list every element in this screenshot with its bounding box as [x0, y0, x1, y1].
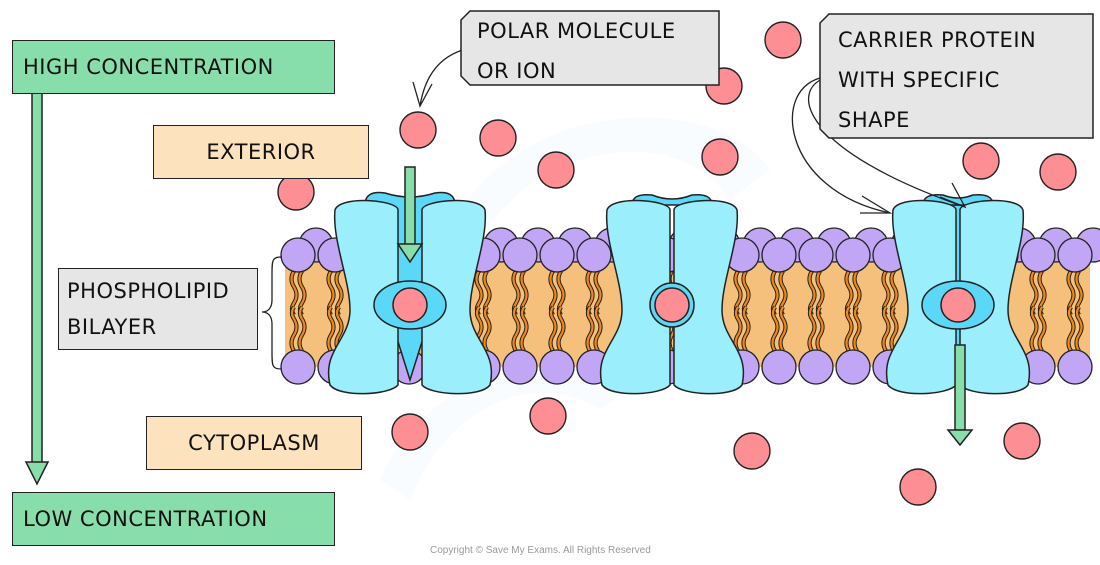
carrier-protein-line-2: WITH SPECIFIC — [838, 68, 1000, 92]
fatty-acid-tail — [290, 306, 298, 352]
fatty-acid-tail — [1030, 306, 1038, 352]
ion — [399, 111, 437, 149]
high-concentration-text: HIGH CONCENTRATION — [23, 55, 274, 79]
carrier-protein-line-1: CARRIER PROTEIN — [838, 28, 1037, 52]
ion — [391, 413, 429, 451]
protein-subunit-left — [327, 199, 399, 395]
protein-subunit-right — [421, 199, 493, 395]
fatty-acid-tail — [549, 306, 557, 352]
fatty-acid-tail — [816, 306, 824, 352]
fatty-acid-tail — [557, 306, 565, 352]
ions — [277, 21, 1077, 506]
fatty-acid-tail — [771, 306, 779, 352]
cytoplasm-text: CYTOPLASM — [188, 431, 320, 455]
fatty-acid-tail — [512, 306, 520, 352]
fatty-acid-tail — [779, 306, 787, 352]
bilayer-brace-icon — [261, 256, 283, 370]
phosphate-head — [502, 237, 538, 273]
watermark-logo — [380, 117, 770, 500]
carrier-protein-line-3: SHAPE — [838, 108, 910, 132]
ion — [1003, 422, 1041, 460]
bound-ion — [654, 287, 690, 323]
fatty-acid-tail — [520, 306, 528, 352]
phosphate-head — [835, 237, 871, 273]
phosphate-head — [1020, 237, 1056, 273]
ion — [701, 138, 739, 176]
polar-molecule-line-2: OR ION — [477, 59, 557, 83]
ion — [277, 173, 315, 211]
phosphate-head — [761, 349, 797, 385]
fatty-acid-tail — [853, 306, 861, 352]
copyright-notice: Copyright © Save My Exams. All Rights Re… — [430, 545, 651, 556]
phospholipid-bilayer-line-1: PHOSPHOLIPID — [67, 279, 230, 303]
carrier-protein — [885, 193, 1031, 395]
phosphate-head — [761, 237, 797, 273]
fatty-acid-tail — [808, 306, 816, 352]
protein-subunit-left — [599, 199, 671, 395]
ion — [962, 142, 1000, 180]
carrier-protein — [599, 193, 745, 395]
fatty-acid-tail — [335, 306, 343, 352]
exterior-label: EXTERIOR — [153, 125, 369, 179]
fatty-acid-tail — [845, 306, 853, 352]
carrier-proteins — [327, 191, 1031, 447]
fatty-acid-tail — [594, 306, 602, 352]
phospholipid-bilayer-line-2: BILAYER — [67, 315, 157, 339]
low-concentration-text: LOW CONCENTRATION — [23, 507, 268, 531]
protein-subunit-right — [673, 199, 745, 395]
transport-arrow-out — [946, 344, 974, 447]
fatty-acid-tail — [734, 306, 742, 352]
fatty-acid-tail — [483, 306, 491, 352]
ion — [1039, 153, 1077, 191]
phospholipid-bilayer-label: PHOSPHOLIPID BILAYER — [58, 268, 258, 350]
bound-ion — [940, 287, 976, 323]
fatty-acid-tail — [327, 306, 335, 352]
ion — [537, 151, 575, 189]
carrier-protein — [327, 191, 493, 395]
ion — [899, 468, 937, 506]
high-concentration-label: HIGH CONCENTRATION — [12, 40, 335, 94]
ion — [733, 432, 771, 470]
fatty-acid-tail — [1038, 306, 1046, 352]
phosphate-head — [1057, 237, 1093, 273]
fatty-acid-tail — [586, 306, 594, 352]
carrier-protein-callout: CARRIER PROTEIN WITH SPECIFIC SHAPE — [819, 13, 1094, 139]
fatty-acid-tail — [298, 306, 306, 352]
phosphate-head — [539, 237, 575, 273]
phosphate-head — [280, 349, 316, 385]
protein-subunit-left — [885, 199, 957, 395]
fatty-acid-tail — [742, 306, 750, 352]
polar-molecule-callout: POLAR MOLECULE OR ION — [460, 10, 720, 86]
phosphate-head — [835, 349, 871, 385]
exterior-text: EXTERIOR — [206, 140, 316, 164]
fatty-acid-tail — [1067, 306, 1075, 352]
bound-ion — [392, 287, 428, 323]
phosphate-head — [576, 237, 612, 273]
phosphate-head — [798, 349, 834, 385]
phosphate-head — [502, 349, 538, 385]
ion — [529, 397, 567, 435]
phosphate-head — [1057, 349, 1093, 385]
transport-arrow-in — [396, 166, 424, 264]
phosphate-head — [539, 349, 575, 385]
fatty-acid-tail — [882, 306, 890, 352]
phosphate-head — [280, 237, 316, 273]
fatty-acid-tail — [890, 306, 898, 352]
polar-molecule-line-1: POLAR MOLECULE — [477, 19, 676, 43]
ion — [479, 119, 517, 157]
phosphate-head — [798, 237, 834, 273]
ion — [764, 21, 802, 59]
protein-subunit-right — [959, 199, 1031, 395]
concentration-gradient-arrow — [24, 91, 50, 486]
cytoplasm-label: CYTOPLASM — [146, 416, 362, 470]
fatty-acid-tail — [1075, 306, 1083, 352]
low-concentration-label: LOW CONCENTRATION — [12, 492, 335, 546]
